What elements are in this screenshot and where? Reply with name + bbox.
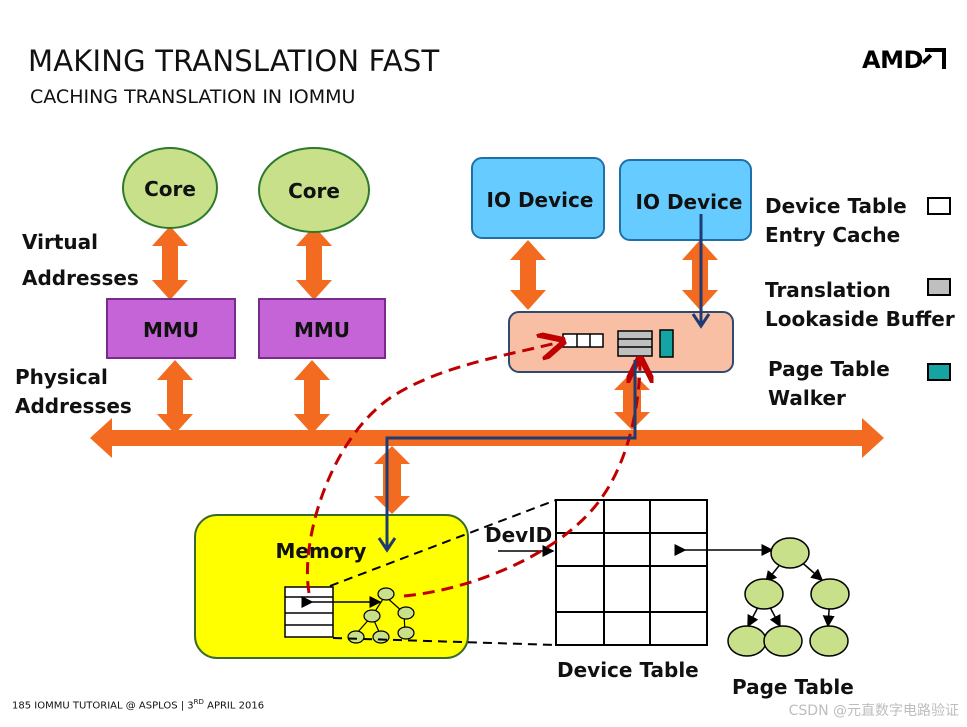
legend-swatch-walker <box>927 363 951 381</box>
footer-sup: RD <box>193 698 204 706</box>
core-1 <box>122 147 218 229</box>
mmu-1 <box>106 298 236 359</box>
zoom-line-top <box>329 499 557 587</box>
io-device-2-label: IO Device <box>636 190 743 214</box>
legend-swatch-dte-cache <box>927 197 951 215</box>
mmu-1-label: MMU <box>143 318 199 342</box>
bus-connectors <box>152 226 718 514</box>
core-1-label: Core <box>144 177 196 201</box>
virtual-label-line1: Virtual <box>22 230 98 254</box>
physical-label-line1: Physical <box>15 365 108 389</box>
mmu-2-label: MMU <box>294 318 350 342</box>
legend-tlb-line2: Lookaside Buffer <box>765 307 955 331</box>
legend-dte-cache-line2: Entry Cache <box>765 223 901 247</box>
iommu-to-memory-arrowhead <box>377 537 397 553</box>
device-table-entry-cache <box>562 333 604 348</box>
physical-label-line2: Addresses <box>15 394 132 418</box>
memory-label: Memory <box>276 539 367 563</box>
iommu-bus-arrow <box>614 372 650 430</box>
core-2 <box>258 147 370 233</box>
core1-mmu-arrow <box>152 226 188 300</box>
tlb-cache <box>617 330 653 357</box>
mmu1-bus-arrow <box>157 360 193 434</box>
footer-suffix: APRIL 2016 <box>203 700 265 712</box>
page-table-tree <box>727 537 850 657</box>
physical-addresses-label: Physical Addresses <box>15 363 132 421</box>
mmu-2 <box>258 298 386 359</box>
amd-arrow-icon <box>924 48 946 69</box>
watermark: CSDN @元直数字电路验证 <box>788 703 959 719</box>
footer-prefix: 185 IOMMU TUTORIAL @ ASPLOS | 3 <box>12 700 194 712</box>
zoom-line-bottom <box>332 637 557 646</box>
core2-mmu-arrow <box>296 226 332 300</box>
legend-tlb-line1: Translation <box>765 278 891 302</box>
slide-footer: 185 IOMMU TUTORIAL @ ASPLOS | 3RD APRIL … <box>12 698 264 711</box>
io-device-1-label: IO Device <box>487 188 594 212</box>
io-device-1 <box>471 157 605 239</box>
amd-logo: AMD <box>862 46 946 74</box>
device-table-label: Device Table <box>557 658 699 682</box>
device-table-grid <box>555 499 708 646</box>
legend-walker-line2: Walker <box>768 386 846 410</box>
amd-logo-text: AMD <box>862 46 923 74</box>
iommu-to-memory-walk <box>385 360 637 548</box>
core-2-label: Core <box>288 179 340 203</box>
slide-title: MAKING TRANSLATION FAST <box>28 44 440 78</box>
io1-iommu-arrow <box>510 240 546 310</box>
io-device-2 <box>619 159 752 241</box>
legend-dte-cache: Device Table Entry Cache <box>765 192 907 250</box>
legend-swatch-tlb <box>927 278 951 296</box>
page-table-label: Page Table <box>732 675 854 699</box>
devid-label: DevID <box>485 523 552 547</box>
legend-tlb: Translation Lookaside Buffer <box>765 276 955 334</box>
legend-walker: Page Table Walker <box>768 355 890 413</box>
bus-memory-arrow <box>374 446 410 514</box>
slide-subtitle: CACHING TRANSLATION IN IOMMU <box>30 86 356 108</box>
mmu2-bus-arrow <box>294 360 330 434</box>
memory-device-table <box>284 586 334 638</box>
page-table-walker <box>659 329 674 358</box>
virtual-addresses-label: Virtual Addresses <box>22 228 139 293</box>
virtual-label-line2: Addresses <box>22 266 139 290</box>
legend-dte-cache-line1: Device Table <box>765 194 907 218</box>
dte-fetch-path <box>305 342 560 594</box>
legend-walker-line1: Page Table <box>768 357 890 381</box>
iodevice-to-iommu-arrowhead <box>691 313 711 329</box>
